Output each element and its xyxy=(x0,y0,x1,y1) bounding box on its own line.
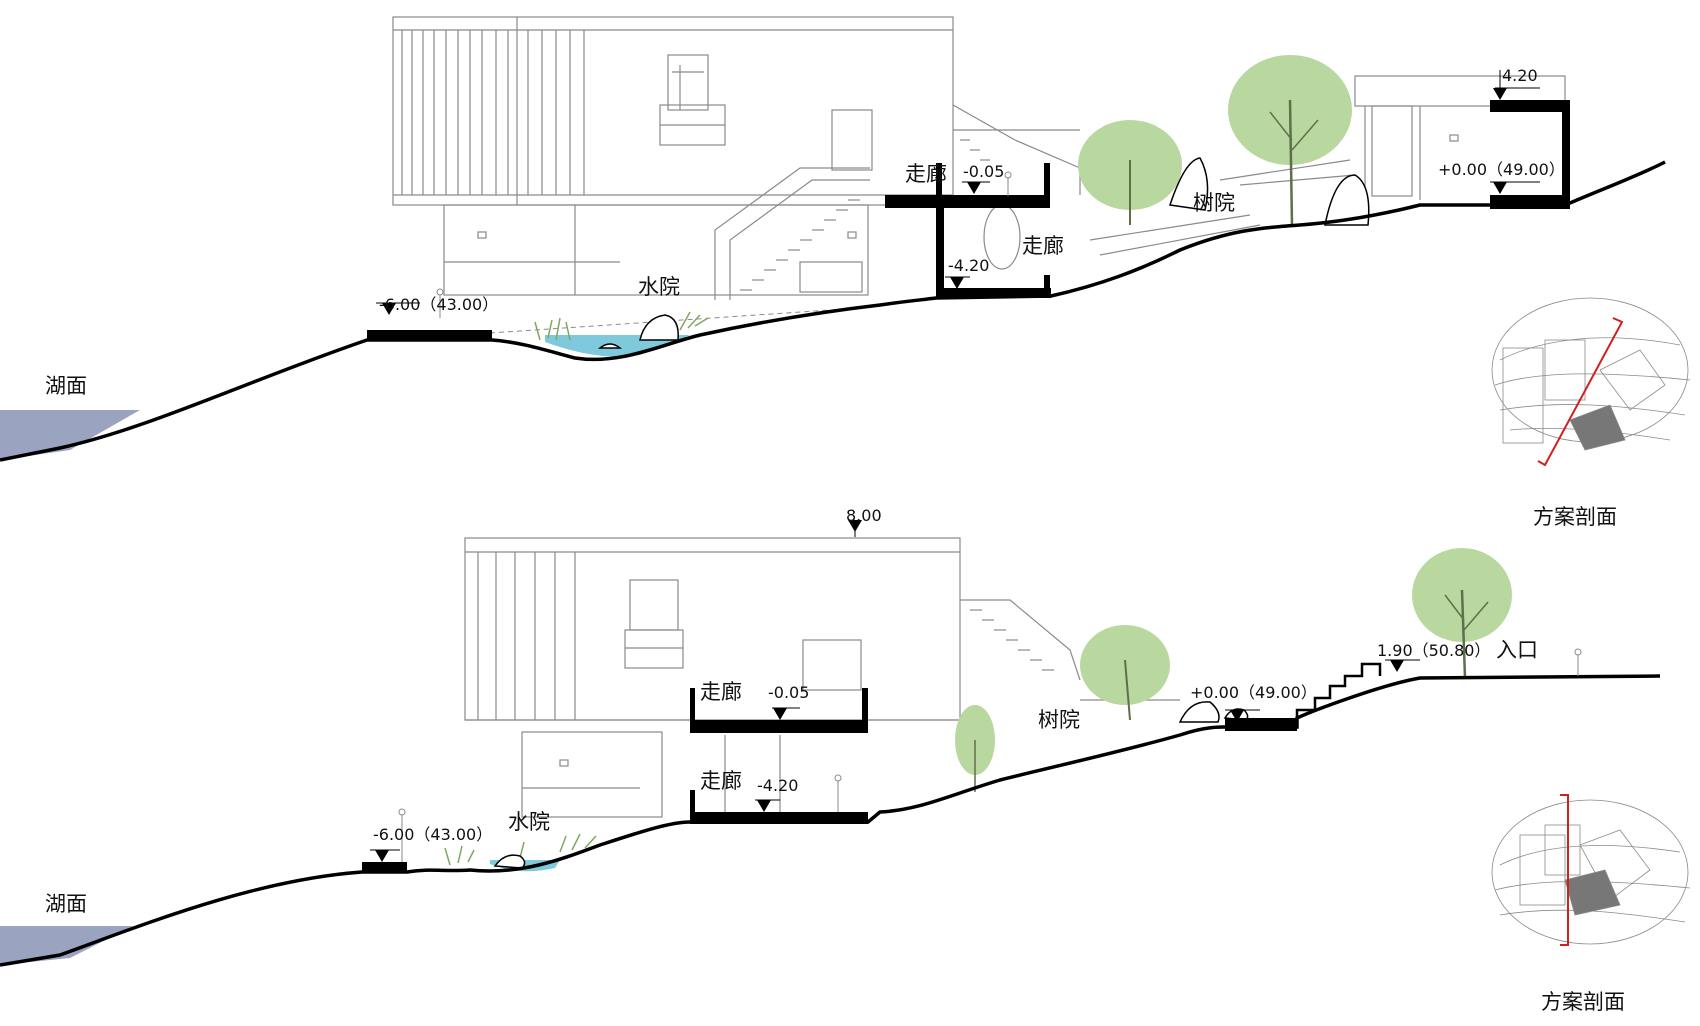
water-court-label-1: 水院 xyxy=(638,275,680,299)
level-markers-2 xyxy=(375,520,1404,862)
corridor-upper-label-2: 走廊 xyxy=(700,680,742,704)
key-plan-1 xyxy=(1491,297,1691,451)
level-bottom-2: -6.00（43.00） xyxy=(373,825,493,844)
terrain-2 xyxy=(0,674,1661,967)
lake-water-1 xyxy=(0,410,140,460)
tree-court-label-1: 树院 xyxy=(1193,191,1235,215)
grass-2 xyxy=(444,833,597,866)
level-markers-1 xyxy=(382,88,1507,315)
tree-court-label-2: 树院 xyxy=(1038,708,1080,732)
level-marker-lines-2 xyxy=(370,526,1420,851)
section-2 xyxy=(0,520,1691,967)
section-1 xyxy=(0,16,1691,467)
key-plan-title-1: 方案剖面 xyxy=(1533,505,1617,529)
level-corridor-upper-1: -0.05 xyxy=(963,162,1005,181)
level-corridor-lower-2: -4.20 xyxy=(757,776,799,795)
key-plan-2 xyxy=(1491,799,1691,945)
entrance-label-2: 入口 xyxy=(1496,638,1538,662)
building-2 xyxy=(464,537,1180,818)
trees-1 xyxy=(1078,55,1352,226)
level-roof-2: 8.00 xyxy=(846,506,882,525)
level-entrance-2: 1.90（50.80） xyxy=(1377,641,1491,660)
people-figures xyxy=(398,171,1582,862)
corridor-upper-label-1: 走廊 xyxy=(905,162,947,186)
level-corridor-upper-2: -0.05 xyxy=(768,683,810,702)
level-zero-1: +0.00（49.00） xyxy=(1438,160,1565,179)
key-plan-1-cut xyxy=(1537,317,1624,467)
slabs-1 xyxy=(367,100,1570,340)
level-top-1: 4.20 xyxy=(1502,66,1538,85)
corridor-lower-label-2: 走廊 xyxy=(700,769,742,793)
lake-label-1: 湖面 xyxy=(45,374,87,398)
level-bottom-1: -6.00（43.00） xyxy=(379,295,499,314)
building-1 xyxy=(392,16,1566,300)
key-plan-title-2: 方案剖面 xyxy=(1541,990,1625,1014)
lake-label-2: 湖面 xyxy=(45,892,87,916)
slabs-2 xyxy=(362,688,1297,872)
rocks-2 xyxy=(493,701,1249,869)
corridor-lower-label-1: 走廊 xyxy=(1022,234,1064,258)
key-plan-2-cut xyxy=(1560,794,1569,946)
level-zero-2: +0.00（49.00） xyxy=(1190,683,1317,702)
trees-2 xyxy=(955,548,1512,792)
terrain-1 xyxy=(0,160,1666,462)
level-marker-lines-1 xyxy=(376,70,1540,304)
lake-water-2 xyxy=(0,926,133,965)
rocks-1 xyxy=(597,157,1370,349)
level-corridor-lower-1: -4.20 xyxy=(948,256,990,275)
water-court-label-2: 水院 xyxy=(508,810,550,834)
